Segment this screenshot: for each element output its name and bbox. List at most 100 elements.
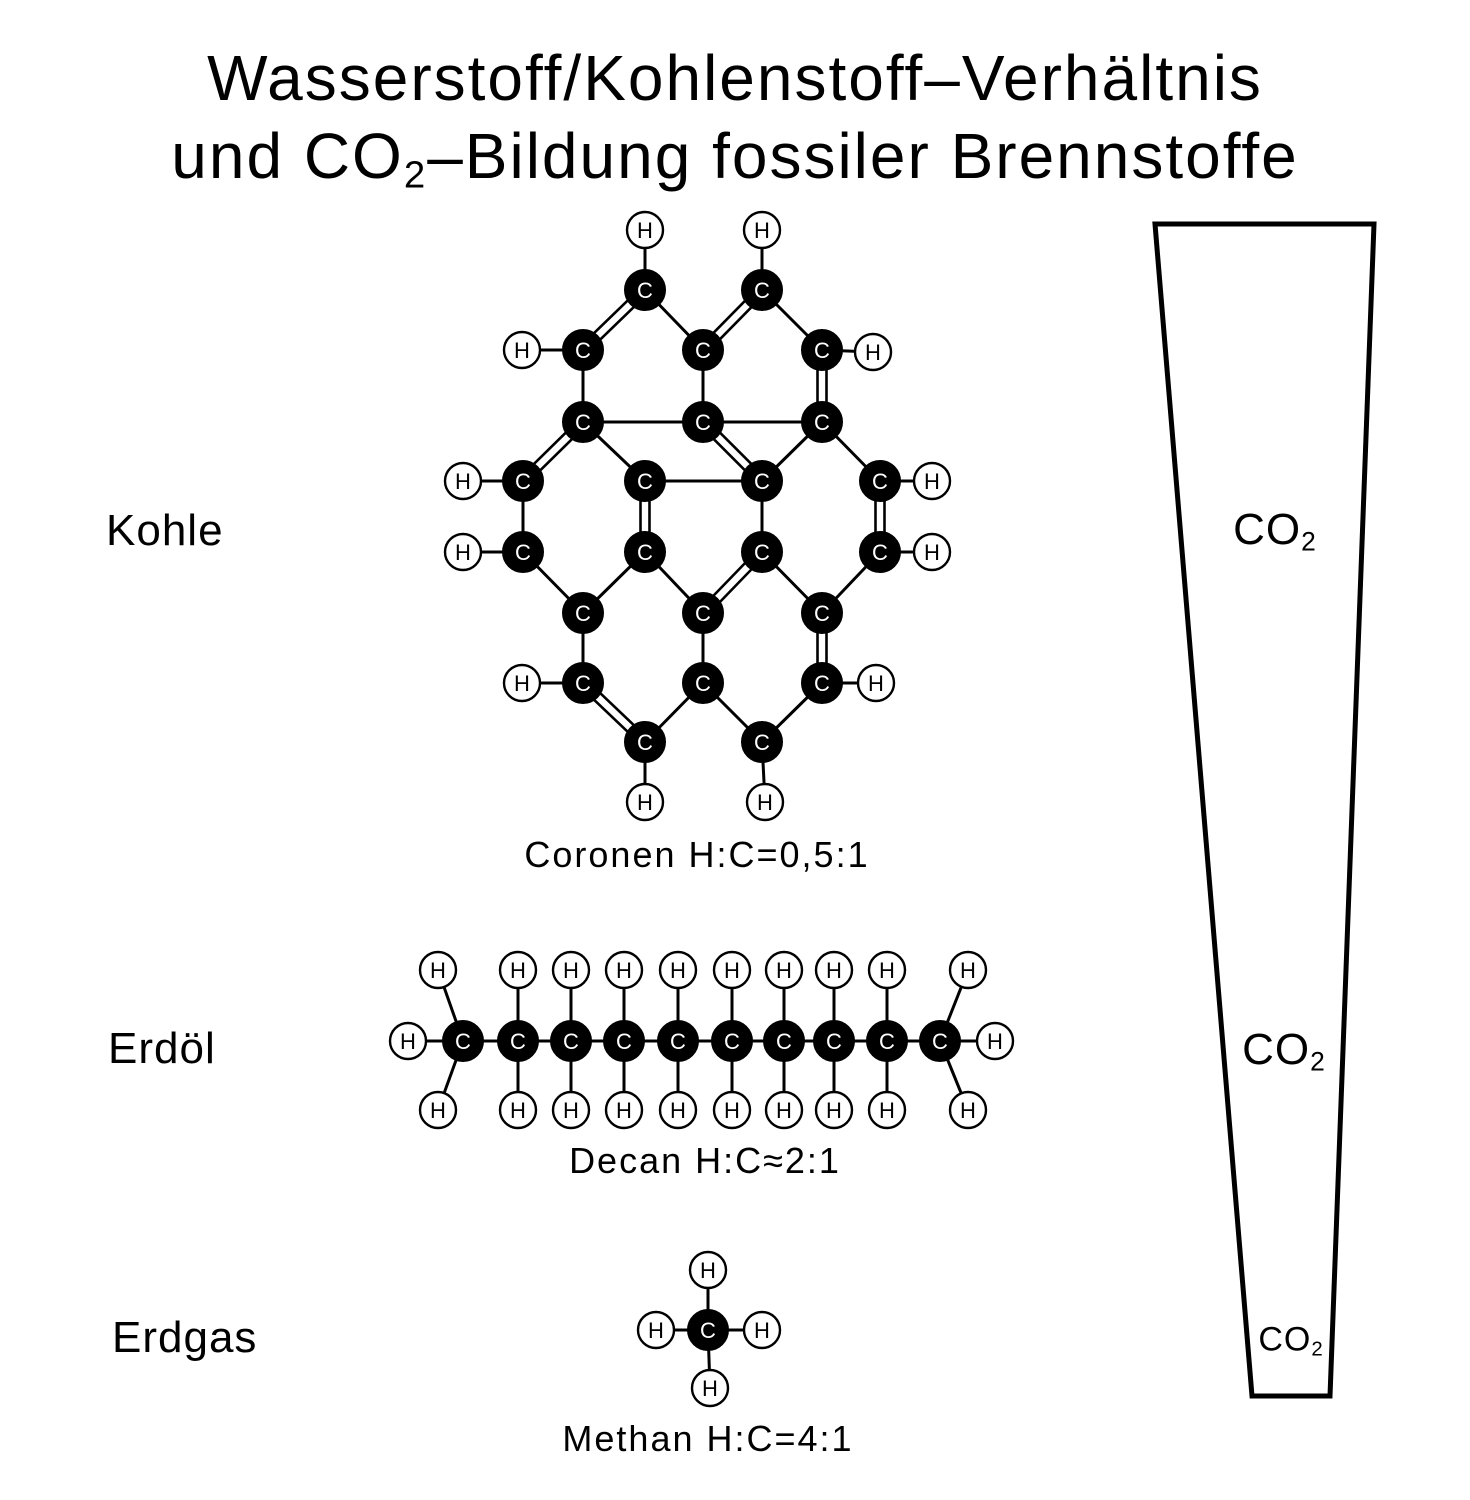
hydrogen-atom: H: [745, 782, 785, 822]
hydrogen-atom: H: [551, 1090, 591, 1130]
svg-text:C: C: [754, 730, 770, 755]
svg-text:C: C: [455, 1029, 471, 1054]
carbon-atom: C: [801, 329, 843, 371]
co2-label-kohle: CO2: [1233, 505, 1317, 557]
hydrogen-atom: H: [712, 950, 752, 990]
svg-text:C: C: [695, 601, 711, 626]
svg-text:C: C: [776, 1029, 792, 1054]
carbon-atom: C: [741, 721, 783, 763]
svg-text:H: H: [563, 1098, 579, 1123]
hydrogen-atom: H: [502, 330, 542, 370]
svg-text:H: H: [400, 1029, 416, 1054]
svg-text:C: C: [754, 540, 770, 565]
svg-text:C: C: [754, 469, 770, 494]
svg-text:H: H: [510, 1098, 526, 1123]
svg-text:H: H: [724, 958, 740, 983]
svg-text:H: H: [724, 1098, 740, 1123]
svg-text:C: C: [826, 1029, 842, 1054]
hydrogen-atom: H: [604, 950, 644, 990]
carbon-atom: C: [682, 401, 724, 443]
label-erdgas: Erdgas: [112, 1313, 258, 1362]
carbon-atom: C: [603, 1020, 645, 1062]
svg-text:H: H: [754, 1318, 770, 1343]
svg-text:H: H: [879, 1098, 895, 1123]
hydrogen-atom: H: [658, 950, 698, 990]
hydrogen-atom: H: [625, 210, 665, 250]
caption-methan: Methan H:C=4:1: [562, 1418, 854, 1459]
hydrogen-atom: H: [764, 1090, 804, 1130]
svg-text:H: H: [987, 1029, 1003, 1054]
caption-coronen: Coronen H:C=0,5:1: [524, 834, 870, 875]
svg-text:H: H: [648, 1318, 664, 1343]
hydrogen-atom: H: [867, 1090, 907, 1130]
carbon-atom: C: [687, 1309, 729, 1351]
svg-text:C: C: [575, 410, 591, 435]
svg-text:H: H: [510, 958, 526, 983]
hydrogen-atom: H: [690, 1368, 730, 1408]
svg-text:C: C: [637, 278, 653, 303]
svg-text:H: H: [637, 218, 653, 243]
hydrogen-atom: H: [418, 950, 458, 990]
hydrogen-atom: H: [443, 461, 483, 501]
svg-text:H: H: [879, 958, 895, 983]
hydrogen-atom: H: [604, 1090, 644, 1130]
svg-text:H: H: [670, 1098, 686, 1123]
svg-text:C: C: [515, 540, 531, 565]
svg-text:C: C: [814, 410, 830, 435]
carbon-atom: C: [562, 401, 604, 443]
svg-text:C: C: [575, 338, 591, 363]
carbon-atom: C: [497, 1020, 539, 1062]
hydrogen-atom: H: [764, 950, 804, 990]
carbon-atom: C: [624, 531, 666, 573]
title-line-1: Wasserstoff/Kohlenstoff–Verhältnis: [207, 42, 1263, 114]
carbon-atom: C: [682, 329, 724, 371]
carbon-atom: C: [801, 662, 843, 704]
svg-text:H: H: [616, 1098, 632, 1123]
svg-text:H: H: [960, 1098, 976, 1123]
svg-text:C: C: [814, 671, 830, 696]
svg-text:C: C: [724, 1029, 740, 1054]
svg-text:H: H: [616, 958, 632, 983]
svg-text:H: H: [826, 958, 842, 983]
carbon-atom: C: [502, 531, 544, 573]
svg-text:C: C: [575, 671, 591, 696]
co2-label-erdgas: CO2: [1258, 1320, 1324, 1361]
carbon-atom: C: [442, 1020, 484, 1062]
svg-text:C: C: [575, 601, 591, 626]
svg-text:C: C: [872, 469, 888, 494]
svg-text:C: C: [510, 1029, 526, 1054]
svg-text:H: H: [924, 469, 940, 494]
carbon-atom: C: [550, 1020, 592, 1062]
svg-text:H: H: [563, 958, 579, 983]
svg-text:H: H: [455, 540, 471, 565]
svg-text:H: H: [826, 1098, 842, 1123]
svg-text:H: H: [670, 958, 686, 983]
hydrogen-atom: H: [498, 1090, 538, 1130]
hydrogen-atom: H: [636, 1310, 676, 1350]
svg-text:H: H: [700, 1258, 716, 1283]
svg-text:C: C: [695, 671, 711, 696]
svg-text:C: C: [616, 1029, 632, 1054]
svg-text:H: H: [430, 1098, 446, 1123]
svg-text:H: H: [514, 671, 530, 696]
carbon-atom: C: [502, 460, 544, 502]
svg-text:C: C: [670, 1029, 686, 1054]
hydrogen-atom: H: [551, 950, 591, 990]
svg-text:H: H: [455, 469, 471, 494]
svg-text:H: H: [868, 671, 884, 696]
carbon-atom: C: [763, 1020, 805, 1062]
label-kohle: Kohle: [106, 506, 224, 555]
svg-text:C: C: [700, 1318, 716, 1343]
hydrogen-atom: H: [625, 782, 665, 822]
hydrogen-atom: H: [867, 950, 907, 990]
hydrogen-atom: H: [658, 1090, 698, 1130]
hydrogen-atom: H: [502, 663, 542, 703]
hydrogen-atom: H: [498, 950, 538, 990]
carbon-atom: C: [624, 721, 666, 763]
carbon-atom: C: [711, 1020, 753, 1062]
label-erdoel: Erdöl: [108, 1024, 216, 1073]
carbon-atom: C: [682, 592, 724, 634]
hydrogen-atom: H: [912, 461, 952, 501]
carbon-atom: C: [801, 592, 843, 634]
